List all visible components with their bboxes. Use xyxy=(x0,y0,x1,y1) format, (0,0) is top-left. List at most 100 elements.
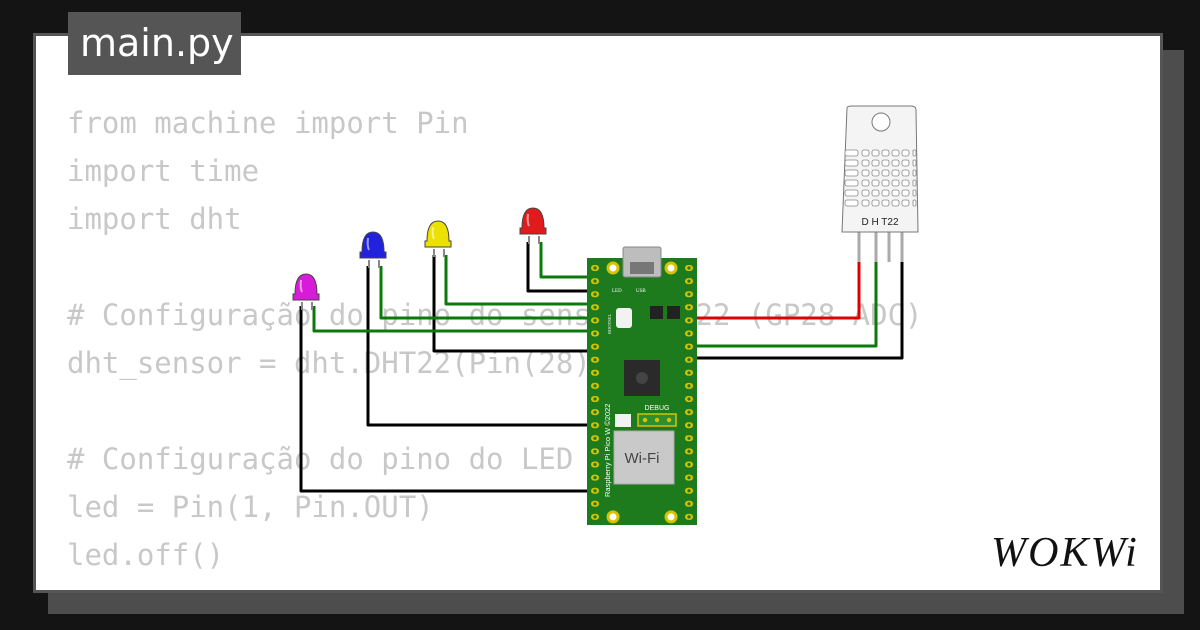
sensor-grille xyxy=(844,149,917,207)
grille-slot xyxy=(881,169,890,177)
bootsel-button[interactable] xyxy=(616,308,632,328)
debug-pins xyxy=(637,413,677,427)
code-line: import dht xyxy=(67,202,242,236)
mount-hole xyxy=(606,510,620,524)
pin-hole xyxy=(687,515,691,519)
pin-hole xyxy=(593,371,597,375)
sensor-label: D H T22 xyxy=(861,217,898,228)
pin-hole xyxy=(593,292,597,296)
pin-hole xyxy=(687,502,691,506)
pin-hole xyxy=(593,476,597,480)
wire-sensor-vcc[interactable] xyxy=(692,233,861,320)
grille-slot xyxy=(871,189,880,197)
wifi-module xyxy=(613,430,675,485)
pin-hole xyxy=(593,436,597,440)
debug-label: DEBUG xyxy=(645,405,670,412)
led-body xyxy=(359,231,387,259)
code-line: led = Pin(1, Pin.OUT) xyxy=(67,490,434,524)
wire-sensor-gnd[interactable] xyxy=(692,233,904,360)
pin-hole xyxy=(593,423,597,427)
grille-slot xyxy=(844,199,859,207)
pin-hole xyxy=(593,358,597,362)
wire-blue-led-cathode[interactable] xyxy=(366,266,592,427)
wire-red-led-cathode[interactable] xyxy=(526,242,592,293)
grille-slot xyxy=(881,159,890,167)
pin-hole xyxy=(593,345,597,349)
wifi-label: Wi-Fi xyxy=(625,450,660,467)
grille-slot xyxy=(844,159,859,167)
debug-button[interactable] xyxy=(615,414,631,427)
pin-hole xyxy=(687,449,691,453)
wokwi-logo: WOKWi xyxy=(991,530,1137,576)
wire-magenta-led-cathode[interactable] xyxy=(299,306,592,493)
grille-slot xyxy=(912,149,917,157)
board-pins xyxy=(591,261,693,524)
pin-hole xyxy=(593,318,597,322)
wire-magenta-led-anode[interactable] xyxy=(312,306,592,333)
pin-hole xyxy=(687,489,691,493)
pin-hole xyxy=(593,305,597,309)
pin-hole xyxy=(687,436,691,440)
pin-hole xyxy=(593,266,597,270)
code-line: import time xyxy=(67,154,260,188)
led-yellow[interactable] xyxy=(424,220,452,257)
grille-slot xyxy=(871,199,880,207)
led-body xyxy=(424,220,452,248)
grille-slot xyxy=(871,179,880,187)
grille-slot xyxy=(861,179,870,187)
grille-slot xyxy=(912,169,917,177)
pin-hole xyxy=(687,384,691,388)
pin-hole xyxy=(593,449,597,453)
pin-hole xyxy=(687,423,691,427)
grille-slot xyxy=(901,149,910,157)
grille-slot xyxy=(881,189,890,197)
raspberry-logo-icon xyxy=(636,372,648,384)
usb-label: USB xyxy=(636,289,646,294)
mount-hole xyxy=(606,261,620,275)
file-tab[interactable]: main.py xyxy=(68,12,241,75)
grille-slot xyxy=(912,189,917,197)
grille-slot xyxy=(891,179,900,187)
grille-slot xyxy=(871,149,880,157)
pin-hole xyxy=(687,371,691,375)
pin-hole xyxy=(593,489,597,493)
pin-hole xyxy=(593,331,597,336)
grille-slot xyxy=(881,179,890,187)
led-highlight xyxy=(526,213,530,227)
chip-small xyxy=(667,306,680,319)
grille-slot xyxy=(871,159,880,167)
led-red[interactable] xyxy=(519,207,547,244)
pin-hole xyxy=(593,279,597,283)
wire-yellow-led-anode[interactable] xyxy=(444,255,592,306)
grille-slot xyxy=(912,159,917,167)
wire-sensor-data[interactable] xyxy=(692,233,878,348)
wires xyxy=(299,233,904,493)
pin-hole xyxy=(687,476,691,480)
grille-slot xyxy=(901,159,910,167)
led-highlight xyxy=(366,237,370,251)
wire-yellow-led-cathode[interactable] xyxy=(432,255,592,353)
pin-hole xyxy=(687,318,691,322)
dht22-sensor[interactable]: D H T22 xyxy=(841,105,919,262)
pico-board[interactable]: DEBUG Wi-Fi Raspberry Pi Pico W ©2022 LE… xyxy=(587,246,697,525)
pin-hole xyxy=(687,397,691,401)
sensor-mount-hole xyxy=(871,112,891,132)
pin-hole xyxy=(687,345,691,349)
pin-hole xyxy=(687,410,691,414)
wire-blue-led-anode[interactable] xyxy=(379,266,592,320)
pin-hole xyxy=(593,462,597,467)
grille-slot xyxy=(861,149,870,157)
mount-hole xyxy=(664,510,678,524)
pin-hole xyxy=(687,292,691,296)
led-body xyxy=(519,207,547,235)
led-blue[interactable] xyxy=(359,231,387,268)
wire-red-led-anode[interactable] xyxy=(539,242,592,279)
mount-hole xyxy=(664,261,678,275)
bootsel-label: BOOTSEL xyxy=(607,313,612,334)
grille-slot xyxy=(901,189,910,197)
led-magenta[interactable] xyxy=(292,273,320,310)
grille-slot xyxy=(861,199,870,207)
pin-hole xyxy=(593,397,597,401)
grille-slot xyxy=(891,149,900,157)
grille-slot xyxy=(861,169,870,177)
